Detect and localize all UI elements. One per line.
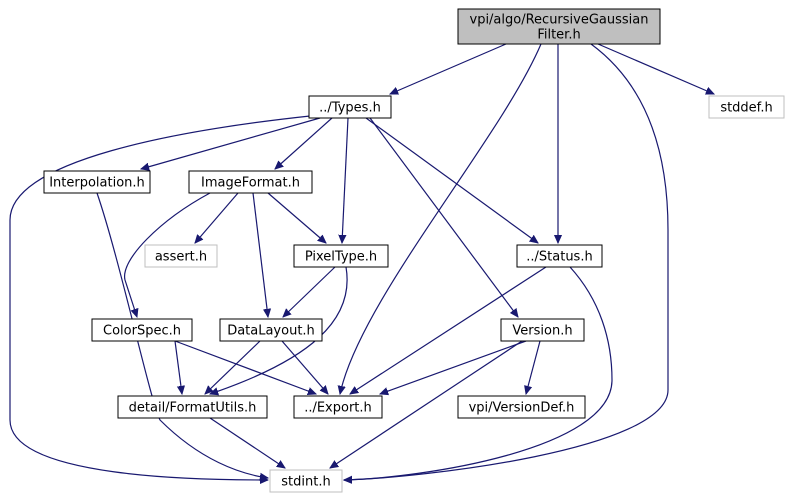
node-label: stdint.h [281,475,330,490]
edge-datalayout-to-fmtutils [205,340,261,394]
edge-fmtutils-to-stdint [209,417,285,468]
node-label: ImageFormat.h [201,176,300,191]
node-box [269,469,343,493]
edge-types-to-interp [141,117,321,169]
edge-version-to-export [380,340,527,394]
node-pixtype[interactable]: PixelType.h [293,244,389,268]
node-types[interactable]: ../Types.h [308,95,392,119]
edge-types-to-imgfmt [275,117,333,169]
edge-types-to-pixtype [342,117,349,243]
node-label: PixelType.h [305,250,377,265]
edge-pixtype-to-datalayout [283,266,336,317]
node-label: ../Types.h [319,101,381,116]
node-label: vpi/VersionDef.h [469,401,575,416]
node-box [308,95,392,119]
node-label: Filter.h [537,28,580,43]
edge-datalayout-to-export [281,340,328,394]
node-box [43,170,151,194]
node-stdint[interactable]: stdint.h [269,469,343,493]
node-label: vpi/algo/RecursiveGaussian [470,13,649,28]
node-box [516,244,603,268]
edge-version-to-verdef [526,340,541,394]
node-assert[interactable]: assert.h [144,244,218,268]
node-box [293,395,383,419]
node-box [708,95,785,119]
node-label: detail/FormatUtils.h [129,401,257,416]
node-box [500,318,585,342]
node-label: ../Status.h [526,250,592,265]
edge-imgfmt-to-assert [195,192,239,243]
edge-types-to-status [365,117,538,243]
node-box [144,244,218,268]
node-box [293,244,389,268]
edge-imgfmt-to-colorspec [124,192,211,317]
node-label: DataLayout.h [227,324,315,339]
node-status[interactable]: ../Status.h [516,244,603,268]
edge-imgfmt-to-pixtype [267,192,326,243]
node-box [117,395,268,419]
edge-root-to-stddef [597,43,714,94]
node-box [188,170,313,194]
node-datalayout[interactable]: DataLayout.h [219,318,323,342]
edge-status-to-stdint [344,266,613,480]
node-export[interactable]: ../Export.h [293,395,383,419]
node-version[interactable]: Version.h [500,318,585,342]
edge-colorspec-to-export [174,340,316,394]
node-box [219,318,323,342]
node-interp[interactable]: Interpolation.h [43,170,151,194]
node-fmtutils[interactable]: detail/FormatUtils.h [117,395,268,419]
edge-types-to-stdint [9,115,311,480]
node-box [457,8,661,45]
edge-imgfmt-to-datalayout [252,192,268,317]
node-label: Version.h [512,324,572,339]
node-label: ../Export.h [304,401,372,416]
node-label: Interpolation.h [49,176,145,191]
node-box [91,318,193,342]
node-colorspec[interactable]: ColorSpec.h [91,318,193,342]
node-box [457,395,586,419]
node-verdef[interactable]: vpi/VersionDef.h [457,395,586,419]
node-imgfmt[interactable]: ImageFormat.h [188,170,313,194]
edge-root-to-export [340,43,542,394]
edge-version-to-stdint [330,340,523,468]
edge-status-to-export [350,266,547,394]
edge-root-to-stdint [344,43,669,480]
node-stddef[interactable]: stddef.h [708,95,785,119]
edge-root-to-types [390,43,507,94]
edge-colorspec-to-fmtutils [174,340,182,394]
node-label: assert.h [155,250,207,265]
edge-types-to-version [369,117,518,317]
node-label: stddef.h [720,101,772,116]
node-label: ColorSpec.h [103,324,181,339]
